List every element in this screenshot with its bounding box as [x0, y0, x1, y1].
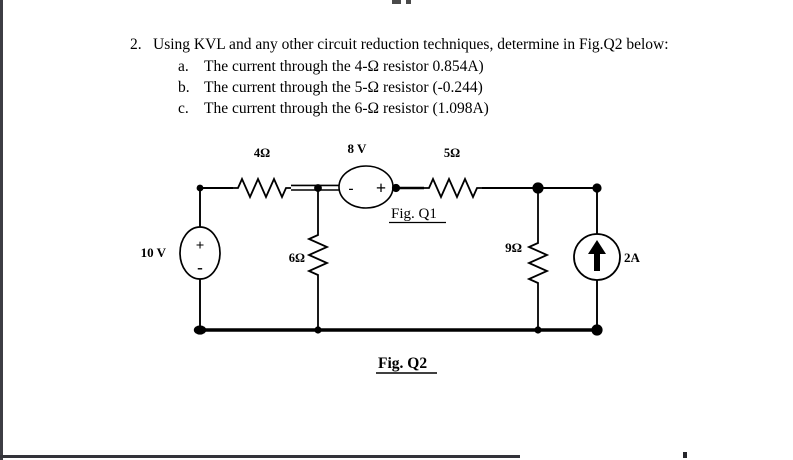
- resistor-6ohm: [306, 230, 330, 280]
- item-text: The current through the 6-Ω resistor (1.…: [204, 100, 489, 117]
- problem-prompt: Using KVL and any other circuit reductio…: [153, 36, 669, 53]
- figure-q2-caption: Fig. Q2: [378, 355, 427, 372]
- cutoff-text-speck: [406, 0, 411, 4]
- node-dot: [391, 183, 401, 193]
- node-dot: [314, 326, 322, 334]
- node-dot: [534, 326, 542, 334]
- node-dot: [196, 184, 204, 192]
- minus-sign: -: [197, 258, 203, 277]
- node-dot: [193, 325, 207, 335]
- voltage-source-10v-label: 10 V: [141, 245, 167, 260]
- voltage-source-10v: [179, 226, 221, 280]
- page-left-border: [0, 0, 3, 460]
- node-dot: [532, 182, 544, 194]
- resistor-9ohm: [526, 238, 550, 288]
- cutoff-text-speck: [683, 452, 687, 458]
- voltage-source-8v-label: 8 V: [348, 141, 368, 156]
- resistor-4ohm: [233, 176, 291, 200]
- cutoff-text-speck: [392, 0, 401, 4]
- resistor-9ohm-label: 9Ω: [505, 240, 522, 255]
- plus-sign: +: [376, 178, 386, 198]
- item-text: The current through the 5-Ω resistor (-0…: [204, 79, 483, 96]
- problem-item-c: c. The current through the 6-Ω resistor (…: [178, 100, 489, 118]
- item-marker: b.: [178, 79, 190, 96]
- resistor-5ohm-label: 5Ω: [444, 146, 460, 160]
- problem-statement: 2. Using KVL and any other circuit reduct…: [130, 36, 669, 54]
- current-source-2a-label: 2A: [624, 250, 641, 265]
- resistor-5ohm: [424, 176, 482, 200]
- item-marker: a.: [178, 58, 189, 75]
- minus-sign: -: [349, 181, 354, 197]
- plus-sign: +: [196, 238, 205, 254]
- problem-item-a: a. The current through the 4-Ω resistor 0…: [178, 58, 484, 76]
- resistor-4ohm-label: 4Ω: [254, 146, 270, 160]
- item-marker: c.: [178, 100, 189, 117]
- figure-q1-caption: Fig. Q1: [391, 206, 437, 222]
- item-text: The current through the 4-Ω resistor 0.8…: [204, 58, 484, 75]
- node-dot: [314, 184, 322, 192]
- problem-number: 2.: [130, 36, 142, 53]
- node-dot: [592, 183, 602, 193]
- problem-item-b: b. The current through the 5-Ω resistor (…: [178, 79, 483, 97]
- node-dot: [591, 324, 603, 336]
- resistor-6ohm-label: 6Ω: [289, 251, 305, 265]
- arrow-up-icon: [588, 240, 606, 271]
- page-bottom-border: [0, 455, 520, 458]
